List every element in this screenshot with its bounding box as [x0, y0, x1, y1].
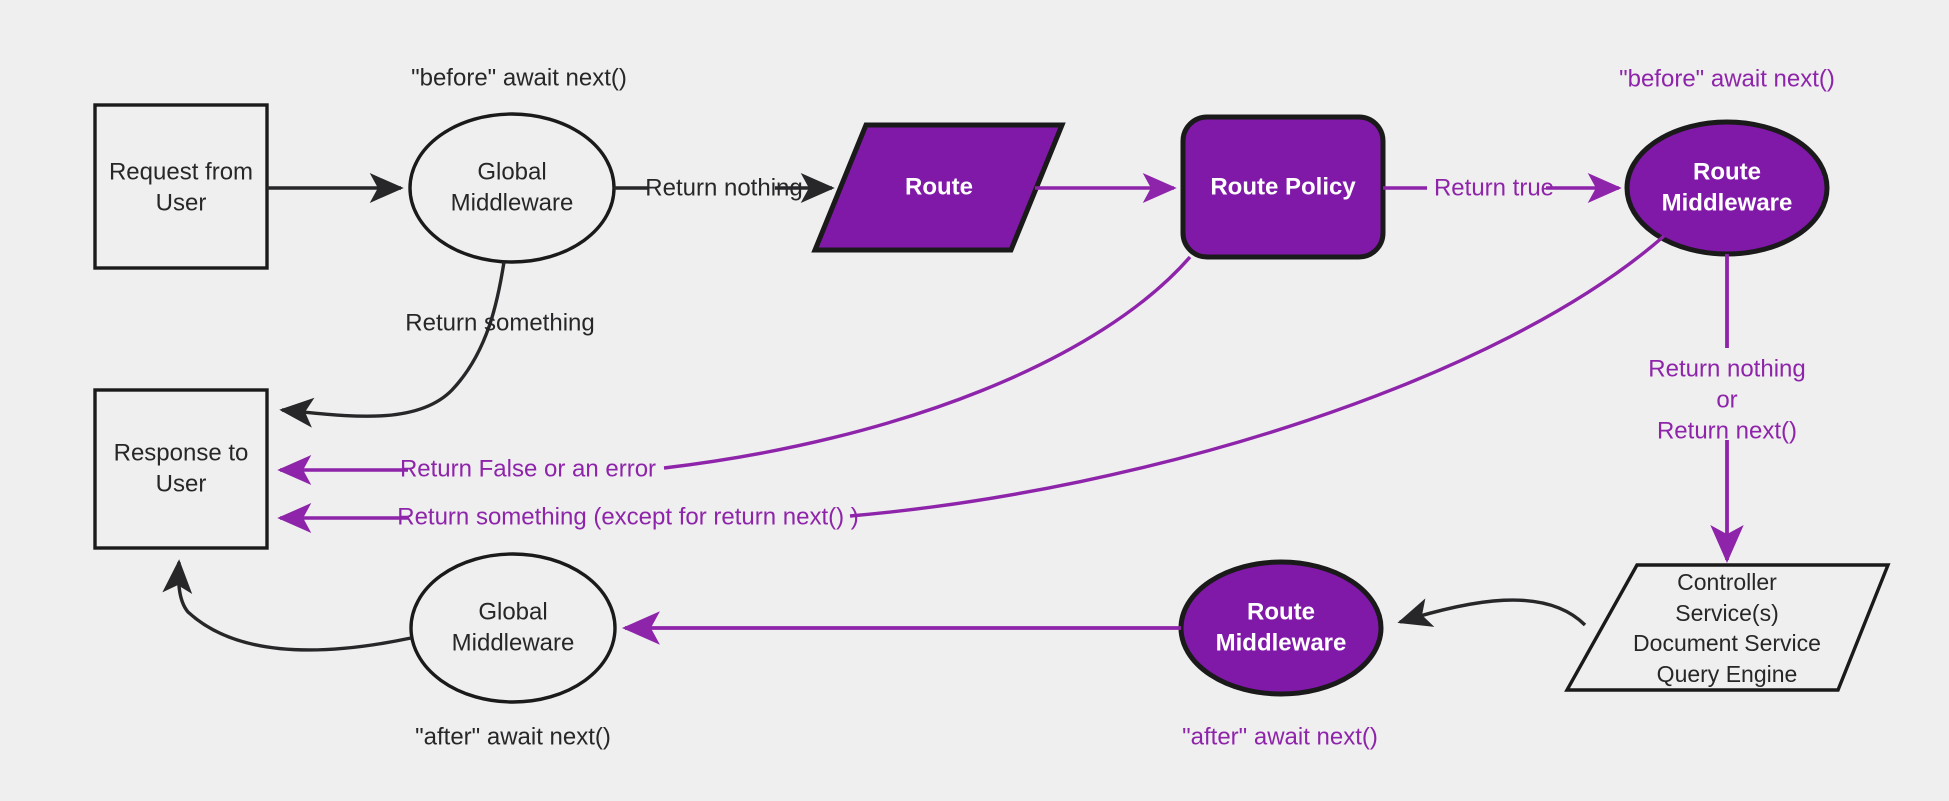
node-controller-label: Controller Service(s) Document Service Q…: [1633, 568, 1821, 687]
node-route-policy-label: Route Policy: [1210, 173, 1356, 201]
edge-label-return-true: Return true: [1433, 174, 1555, 202]
edge-route-middleware-to-response: [849, 234, 1666, 518]
edge-controller-to-route-middleware-bottom: [1397, 598, 1587, 627]
annotation-after-global-middleware: "after" await next(): [415, 723, 611, 751]
node-global-middleware-top-label: Global Middleware: [450, 158, 574, 216]
node-controller-shape: [1564, 563, 1891, 692]
annotation-before-route-middleware: "before" await next(): [1619, 65, 1835, 93]
node-route-label: Route: [905, 173, 973, 201]
annotation-before-global-middleware: "before" await next(): [411, 64, 627, 92]
node-route-shape: [811, 122, 1066, 253]
edge-label-return-something-top: Return something: [405, 309, 595, 337]
edge-label-return-nothing-or-line3: Return next(): [1656, 417, 1798, 445]
edge-label-return-nothing-or-line1: Return nothing: [1648, 355, 1806, 383]
node-response-label: Response to User: [113, 439, 249, 497]
node-response-shape: [93, 388, 269, 550]
node-global-middleware-bottom-label: Global Middleware: [451, 598, 575, 656]
node-request-label: Request from User: [108, 158, 254, 216]
node-route-middleware-bottom-label: Route Middleware: [1215, 598, 1347, 656]
edge-label-return-false: Return False or an error: [399, 455, 657, 483]
edge-label-return-nothing-or-line2: or: [1716, 386, 1738, 414]
node-global-middleware-bottom-shape: [409, 552, 617, 704]
annotation-after-route-middleware: "after" await next(): [1182, 723, 1378, 751]
node-route-middleware-top-label: Route Middleware: [1661, 158, 1793, 216]
edge-label-return-something-next: Return something (except for return next…: [397, 503, 859, 531]
edge-global-middleware-to-response: [279, 261, 506, 428]
edge-route-policy-to-response: [663, 255, 1192, 470]
edge-label-return-nothing: Return nothing: [645, 174, 803, 202]
edge-global-middleware-bottom-to-response: [162, 559, 412, 652]
